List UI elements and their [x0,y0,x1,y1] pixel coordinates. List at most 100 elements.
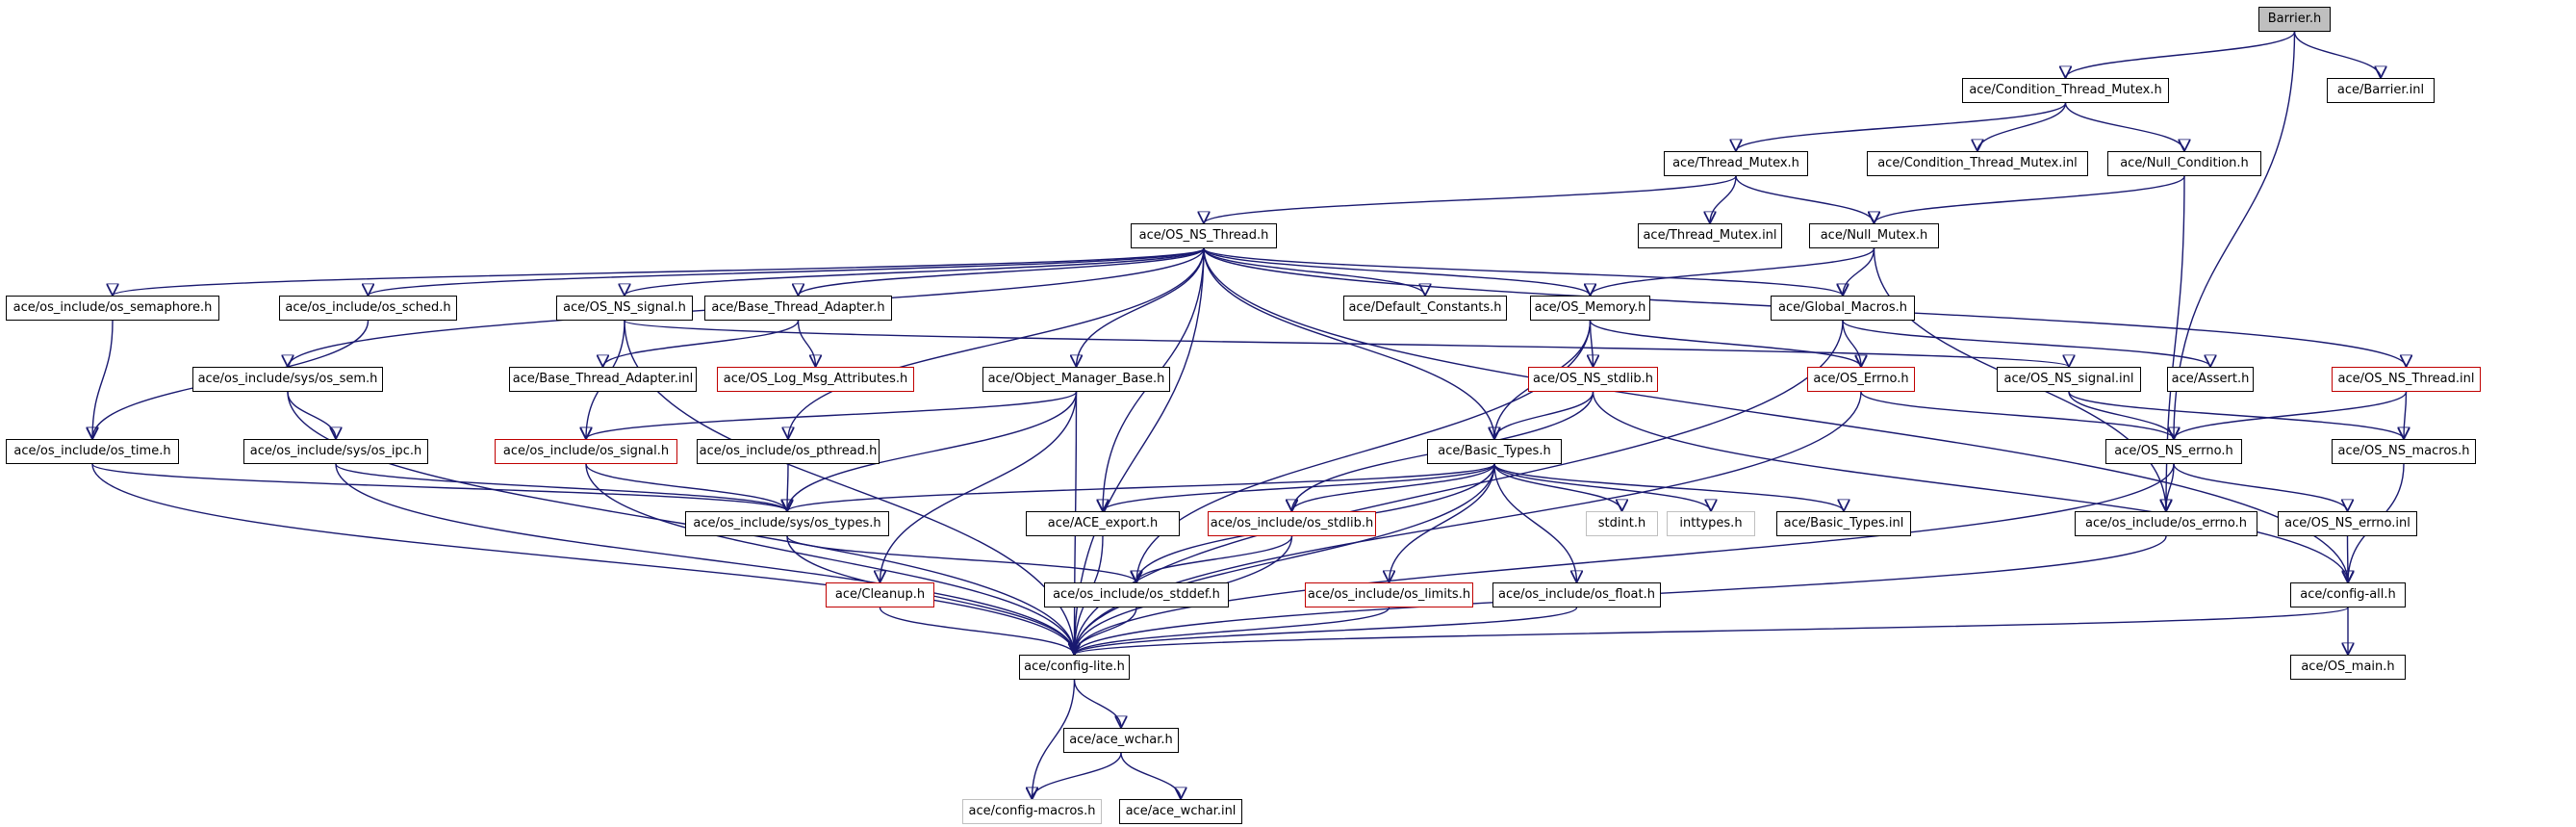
node-ace-wchar-inl[interactable]: ace/ace_wchar.inl [1119,799,1242,824]
node-os-ns-signal-inl[interactable]: ace/OS_NS_signal.inl [1997,367,2141,392]
edge-os-ns-signal-inl-to-os-ns-errno-h [2068,391,2174,440]
node-basic-types-h[interactable]: ace/Basic_Types.h [1427,439,1562,464]
node-os-ns-signal-h[interactable]: ace/OS_NS_signal.h [556,296,693,321]
edge-basic-types-h-to-basic-types-inl [1493,463,1844,512]
edge-null-mutex-h-to-os-memory-h [1591,247,1875,297]
node-os-sched-h[interactable]: ace/os_include/os_sched.h [279,296,457,321]
edge-os-ns-thread-h-to-os-semaphore-h [113,247,1205,297]
node-basic-types-inl[interactable]: ace/Basic_Types.inl [1776,511,1911,536]
edge-os-ns-thread-h-to-default-constants-h [1203,247,1425,297]
edge-config-lite-h-to-ace-wchar-h [1073,679,1122,729]
edge-os-limits-h-to-config-lite-h [1075,607,1390,656]
edge-os-ipc-h-to-config-lite-h [335,463,1075,655]
edge-condition-thread-mutex-h-to-null-condition-h [2064,102,2185,152]
node-os-ns-thread-h[interactable]: ace/OS_NS_Thread.h [1131,223,1277,248]
node-condition-thread-mutex-h[interactable]: ace/Condition_Thread_Mutex.h [1962,78,2169,103]
node-stdint-h[interactable]: stdint.h [1586,511,1658,536]
edge-os-ns-thread-h-to-global-macros-h [1203,247,1843,297]
edge-barrier-h-to-condition-thread-mutex-h [2066,31,2296,79]
edge-barrier-h-to-os-ns-errno-h [2174,31,2296,439]
node-os-types-h[interactable]: ace/os_include/sys/os_types.h [685,511,889,536]
node-os-signal-h[interactable]: ace/os_include/os_signal.h [495,439,677,464]
edge-thread-mutex-h-to-thread-mutex-inl [1710,175,1737,224]
node-os-ns-thread-inl[interactable]: ace/OS_NS_Thread.inl [2332,367,2481,392]
node-config-macros-h[interactable]: ace/config-macros.h [962,799,1102,824]
edge-os-ns-errno-h-to-os-errno-h [2166,463,2175,511]
edge-os-time-h-to-os-types-h [91,463,787,512]
edge-config-all-h-to-config-lite-h [1075,607,2349,656]
edge-ace-wchar-h-to-ace-wchar-inl [1120,752,1181,800]
node-config-lite-h[interactable]: ace/config-lite.h [1019,655,1130,680]
edge-os-time-h-to-config-lite-h [91,463,1075,655]
node-os-errno-h[interactable]: ace/os_include/os_errno.h [2075,511,2257,536]
edge-os-ns-thread-h-to-os-pthread-h [788,247,1205,439]
node-os-semaphore-h[interactable]: ace/os_include/os_semaphore.h [6,296,219,321]
edge-basic-types-h-to-config-lite-h [1075,463,1495,655]
node-os-errno-cap-h[interactable]: ace/OS_Errno.h [1807,367,1915,392]
edge-os-ns-thread-h-to-base-thread-adapter-h [799,247,1205,297]
node-object-manager-base-h[interactable]: ace/Object_Manager_Base.h [982,367,1170,392]
edge-os-ns-stdlib-h-to-basic-types-h [1494,391,1594,440]
node-assert-h[interactable]: ace/Assert.h [2167,367,2254,392]
node-null-condition-h[interactable]: ace/Null_Condition.h [2107,151,2261,176]
edge-basic-types-h-to-ace-export-h [1103,463,1495,512]
node-barrier-h[interactable]: Barrier.h [2258,7,2331,32]
edge-os-ns-thread-h-to-os-sched-h [369,247,1205,297]
node-os-ns-errno-h[interactable]: ace/OS_NS_errno.h [2105,439,2242,464]
edge-os-memory-h-to-os-errno-cap-h [1589,320,1862,368]
node-os-ns-errno-inl[interactable]: ace/OS_NS_errno.inl [2278,511,2417,536]
edge-object-manager-base-h-to-os-signal-h [586,391,1078,440]
node-ace-wchar-h[interactable]: ace/ace_wchar.h [1063,728,1179,753]
node-os-time-h[interactable]: ace/os_include/os_time.h [6,439,179,464]
edge-cleanup-h-to-config-lite-h [879,607,1075,656]
node-condition-thread-mutex-inl[interactable]: ace/Condition_Thread_Mutex.inl [1867,151,2088,176]
edge-os-ns-errno-h-to-os-ns-errno-inl [2173,463,2348,512]
edge-os-ns-thread-inl-to-os-ns-macros-h [2404,391,2407,439]
edge-thread-mutex-h-to-null-mutex-h [1735,175,1875,224]
node-os-limits-h[interactable]: ace/os_include/os_limits.h [1305,582,1473,607]
edge-null-mutex-h-to-global-macros-h [1843,247,1875,297]
edge-os-signal-h-to-os-types-h [585,463,787,512]
edge-global-macros-h-to-assert-h [1842,320,2210,368]
node-os-log-msg-attributes-h[interactable]: ace/OS_Log_Msg_Attributes.h [717,367,914,392]
edge-basic-types-h-to-stdint-h [1493,463,1622,512]
node-default-constants-h[interactable]: ace/Default_Constants.h [1343,296,1507,321]
node-cleanup-h[interactable]: ace/Cleanup.h [826,582,934,607]
node-os-ipc-h[interactable]: ace/os_include/sys/os_ipc.h [243,439,428,464]
node-os-pthread-h[interactable]: ace/os_include/os_pthread.h [697,439,880,464]
edge-os-ipc-h-to-os-types-h [335,463,787,512]
edge-os-ns-signal-h-to-os-ns-signal-inl [624,320,2069,368]
edge-thread-mutex-h-to-os-ns-thread-h [1204,175,1737,224]
node-null-mutex-h[interactable]: ace/Null_Mutex.h [1809,223,1939,248]
node-inttypes-h[interactable]: inttypes.h [1667,511,1755,536]
node-global-macros-h[interactable]: ace/Global_Macros.h [1771,296,1915,321]
node-config-all-h[interactable]: ace/config-all.h [2290,582,2406,607]
node-os-float-h[interactable]: ace/os_include/os_float.h [1492,582,1661,607]
edge-os-ns-stdlib-h-to-config-all-h [1592,391,2349,582]
edge-os-ns-thread-h-to-os-memory-h [1203,247,1591,297]
edge-condition-thread-mutex-h-to-thread-mutex-h [1736,102,2067,152]
node-os-ns-stdlib-h[interactable]: ace/OS_NS_stdlib.h [1528,367,1658,392]
node-os-main-h[interactable]: ace/OS_main.h [2290,655,2406,680]
edge-barrier-h-to-barrier-inl [2293,31,2382,79]
node-os-stddef-h[interactable]: ace/os_include/os_stddef.h [1044,582,1229,607]
node-thread-mutex-inl[interactable]: ace/Thread_Mutex.inl [1638,223,1782,248]
edge-os-float-h-to-config-lite-h [1075,607,1578,656]
node-os-memory-h[interactable]: ace/OS_Memory.h [1530,296,1650,321]
node-os-ns-macros-h[interactable]: ace/OS_NS_macros.h [2332,439,2476,464]
node-base-thread-adapter-inl[interactable]: ace/Base_Thread_Adapter.inl [509,367,697,392]
node-base-thread-adapter-h[interactable]: ace/Base_Thread_Adapter.h [704,296,892,321]
edge-os-signal-h-to-config-lite-h [585,463,1075,655]
edge-null-condition-h-to-null-mutex-h [1875,175,2185,224]
node-os-sem-h[interactable]: ace/os_include/sys/os_sem.h [192,367,383,392]
edge-condition-thread-mutex-h-to-condition-thread-mutex-inl [1977,102,2067,152]
edge-os-ns-thread-h-to-object-manager-base-h [1077,247,1205,367]
edge-object-manager-base-h-to-os-types-h [787,391,1078,511]
node-thread-mutex-h[interactable]: ace/Thread_Mutex.h [1664,151,1808,176]
node-ace-export-h[interactable]: ace/ACE_export.h [1026,511,1180,536]
edge-ace-wchar-h-to-config-macros-h [1033,752,1122,800]
node-barrier-inl[interactable]: ace/Barrier.inl [2327,78,2435,103]
node-os-stdlib-h[interactable]: ace/os_include/os_stdlib.h [1208,511,1376,536]
edge-os-ns-thread-h-to-os-ns-signal-h [625,247,1205,297]
